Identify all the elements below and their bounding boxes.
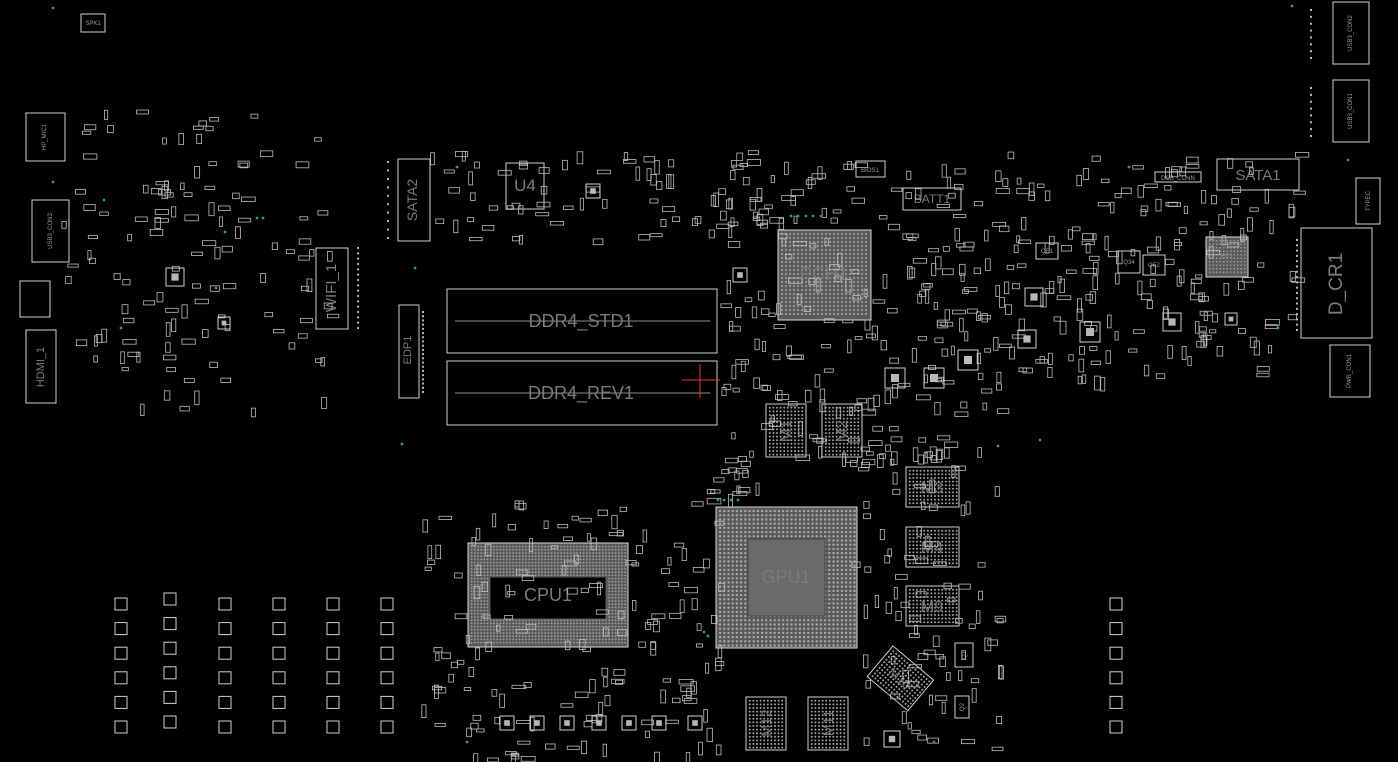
q34-transistor[interactable]: Q34 <box>1117 250 1141 274</box>
cpu-label: CPU1 <box>524 585 572 605</box>
dcb-conn-label: DCB_CONN <box>1161 176 1195 182</box>
usb3-con2-connector[interactable]: USB3_CON2 <box>1332 1 1370 65</box>
d-cr-label: D_CR1 <box>1326 253 1347 315</box>
small-components <box>61 9 1312 762</box>
q34-label: Q34 <box>1123 260 1135 266</box>
m12-label: M12 <box>758 709 774 736</box>
sata1-connector[interactable]: SATA1 <box>1216 158 1300 191</box>
ddr4-std-label: DDR4_STD1 <box>528 311 633 332</box>
ddr4-std-slot[interactable]: DDR4_STD1 <box>446 288 718 354</box>
vias <box>51 4 1350 744</box>
batt-label: BATT1 <box>914 192 951 206</box>
vram-m12[interactable]: M12 <box>745 696 787 751</box>
vram-m11[interactable]: M11 <box>807 696 849 751</box>
edp-connector[interactable]: EDP1 <box>398 304 420 399</box>
ec-label: EC1 <box>1221 254 1233 260</box>
m3-label: M3 <box>921 480 943 497</box>
bios-label: BIOS1 <box>861 168 879 174</box>
sata1-label: SATA1 <box>1235 167 1280 184</box>
m4-label: M4 <box>921 540 943 557</box>
m1-label: M1 <box>778 420 795 442</box>
ddr4-rev-label: DDR4_REV1 <box>528 383 634 404</box>
ec-chip[interactable]: EC1 <box>1205 236 1249 278</box>
sata2-label: SATA2 <box>404 179 420 221</box>
q1-transistor[interactable]: Q1 <box>954 642 974 668</box>
pwr-con-label: PWR_CON1 <box>1347 353 1353 388</box>
qe2-label: QE2 <box>1148 263 1161 269</box>
hp-mic-connector[interactable]: HP_MIC1 <box>25 112 66 162</box>
typec-connector[interactable]: TYPEC <box>1355 177 1381 225</box>
vram-m9[interactable]: M9 <box>905 585 960 627</box>
typec-label: TYPEC <box>1366 190 1372 211</box>
usb3-con3-connector[interactable]: USB3_CON3 <box>31 199 70 263</box>
usb3-con1-connector[interactable]: USB3_CON1 <box>1332 79 1370 143</box>
ddr4-rev-slot[interactable]: DDR4_REV1 <box>446 360 718 426</box>
hdmi-label: HDMI_1 <box>35 347 47 387</box>
edp-label: EDP1 <box>402 336 414 365</box>
crosshair-cursor <box>682 364 720 398</box>
vram-m4[interactable]: M4 <box>905 526 960 568</box>
hdmi-connector[interactable]: HDMI_1 <box>25 329 57 404</box>
cpu-chip[interactable]: CPU1 <box>467 542 629 648</box>
m9-label: M9 <box>921 599 943 616</box>
wifi-module[interactable]: WIFI_1 <box>315 247 349 330</box>
mounting-pads <box>114 592 1123 734</box>
qe2-transistor[interactable]: QE2 <box>1142 254 1166 276</box>
q2-label: Q2 <box>960 702 966 711</box>
wifi-label: WIFI_1 <box>323 264 340 312</box>
sata2-connector[interactable]: SATA2 <box>397 158 431 242</box>
m11-label: M11 <box>820 710 836 736</box>
u4-label: U4 <box>514 176 536 195</box>
m2-label: M2 <box>834 420 851 442</box>
qe1-label: QE1 <box>1041 249 1054 255</box>
spk-connector[interactable]: SPK1 <box>80 13 106 33</box>
bios-chip[interactable]: BIOS1 <box>855 160 886 178</box>
power-connector[interactable]: PWR_CON1 <box>1329 344 1371 398</box>
q1-label: Q1 <box>962 650 968 659</box>
battery-connector[interactable]: BATT1 <box>902 187 962 211</box>
gpu-label: GPU1 <box>761 567 810 587</box>
usb3-con2-label: USB3_CON2 <box>1348 15 1354 51</box>
q2-transistor[interactable]: Q2 <box>954 695 970 719</box>
usb2-footprint <box>19 280 51 318</box>
usb3-con1-label: USB3_CON1 <box>1348 93 1354 129</box>
usb3-con3-label: USB3_CON3 <box>48 213 54 249</box>
spk-label: SPK1 <box>85 21 101 27</box>
gpu-chip[interactable]: GPU1 <box>715 506 858 649</box>
hp-mic-label: HP_MIC1 <box>42 123 48 150</box>
card-reader-connector[interactable]: D_CR1 <box>1300 227 1373 339</box>
